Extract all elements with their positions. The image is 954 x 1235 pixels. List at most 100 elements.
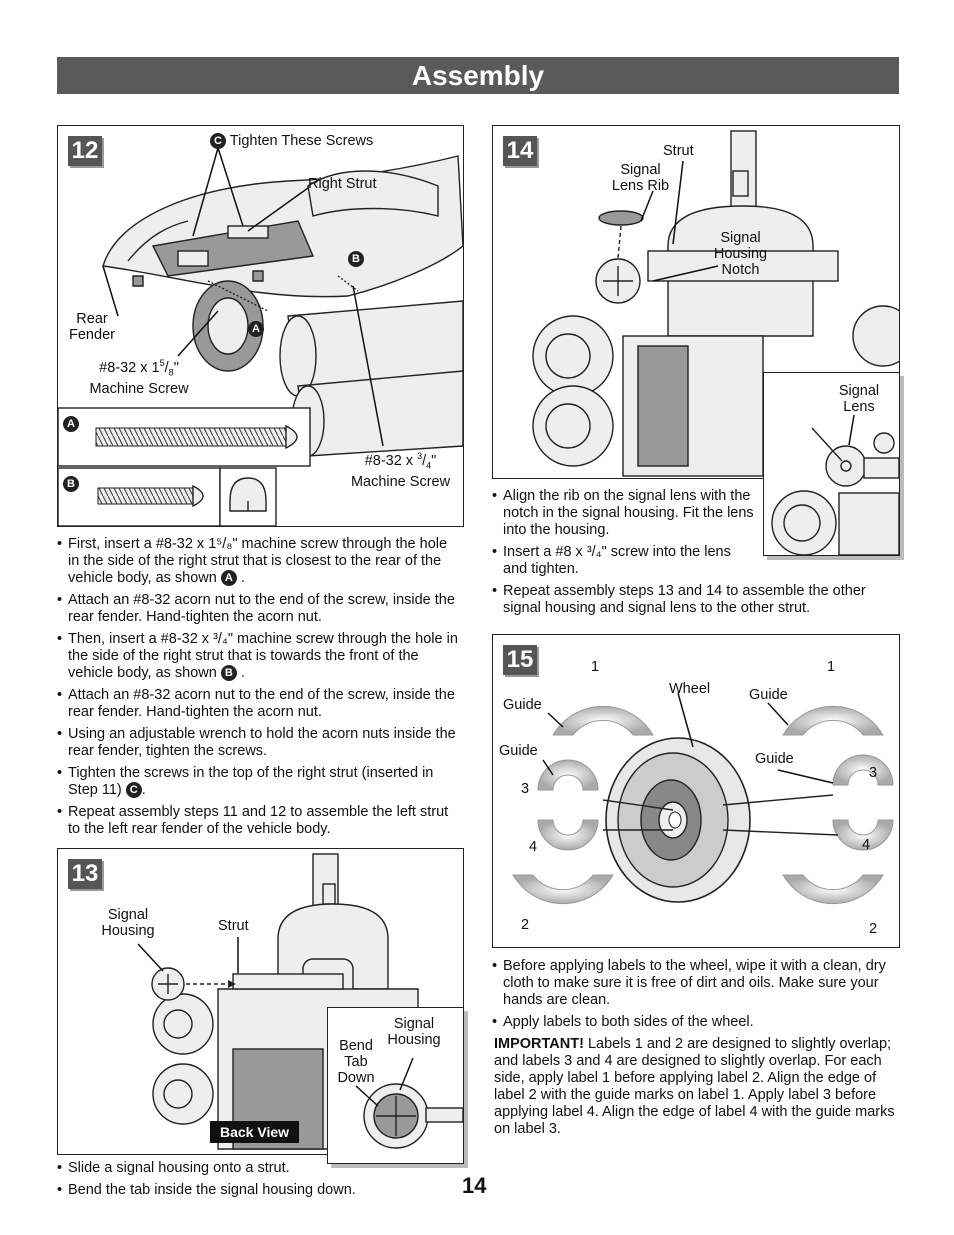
badge-a: A xyxy=(248,321,264,338)
step-15-panel: 15 1 1 Whee xyxy=(492,634,900,948)
long-screw-frac-den: 8 xyxy=(168,367,174,378)
step-13-instructions: Slide a signal housing onto a strut. Ben… xyxy=(57,1160,457,1204)
list-item: Apply labels to both sides of the wheel. xyxy=(492,1014,898,1031)
signal-housing-notch-label: Signal Housing Notch xyxy=(703,230,778,278)
label-number-4-left: 4 xyxy=(529,839,538,855)
bend-line2: Tab xyxy=(344,1054,368,1070)
bullet-text: Then, insert a #8-32 x ³/₄" machine scre… xyxy=(68,631,458,681)
list-item: Attach an #8-32 acorn nut to the end of … xyxy=(57,592,462,626)
label-number-2-left: 2 xyxy=(521,917,530,933)
short-screw-frac-num: 3 xyxy=(417,451,423,461)
step-12-panel: 12 xyxy=(57,125,464,527)
guide-label-2: Guide xyxy=(503,697,542,713)
step-14-instructions: Align the rib on the signal lens with th… xyxy=(492,488,757,583)
step-13-inset: Bend Tab Down Signal Housing xyxy=(327,1007,464,1164)
step-number: 14 xyxy=(503,136,537,166)
bend-line1: Bend xyxy=(339,1038,373,1054)
label-number-4-right: 4 xyxy=(862,837,871,853)
list-item: Repeat assembly steps 13 and 14 to assem… xyxy=(492,583,892,617)
step-14-illustration xyxy=(532,130,899,477)
short-screw-text: #8-32 x xyxy=(364,452,418,469)
guide-label-1: Guide xyxy=(749,687,788,703)
signal-lens-label: Signal Lens xyxy=(829,383,889,415)
detail-badge-b: B xyxy=(63,476,79,493)
list-item: Align the rib on the signal lens with th… xyxy=(492,488,757,539)
long-screw-text: #8-32 x 1 xyxy=(99,359,160,376)
bullet-text: First, insert a #8-32 x 1⁵/₈" machine sc… xyxy=(68,536,448,586)
list-item: Then, insert a #8-32 x ³/₄" machine scre… xyxy=(57,631,462,682)
lens-line1: Signal xyxy=(838,383,880,399)
step-13-panel: 13 Signal Housing Strut Back View xyxy=(57,848,464,1155)
back-view-label: Back View xyxy=(210,1121,300,1143)
short-screw-label: #8-32 x 3/4" Machine Screw xyxy=(343,448,458,490)
long-screw-frac-num: 5 xyxy=(159,358,165,368)
list-item: Tighten the screws in the top of the rig… xyxy=(57,765,462,799)
label-number-1-right: 1 xyxy=(827,659,836,675)
badge-c: C xyxy=(210,133,226,150)
step-number: 13 xyxy=(68,859,102,889)
strut-label: Strut xyxy=(218,918,249,934)
short-screw-frac-den: 4 xyxy=(426,460,432,471)
notch-line2: Housing xyxy=(713,246,768,262)
list-item: Using an adjustable wrench to hold the a… xyxy=(57,726,462,760)
long-screw-label: #8-32 x 15/8" Machine Screw xyxy=(80,355,198,397)
step-number: 12 xyxy=(68,136,102,166)
strut-label: Strut xyxy=(663,143,694,159)
inset-illustration xyxy=(355,1057,463,1149)
step-14-instructions-cont: Repeat assembly steps 13 and 14 to assem… xyxy=(492,583,892,622)
inset-illustration xyxy=(771,414,899,555)
step-14-inset: Signal Lens xyxy=(763,372,900,556)
badge-b-inline: B xyxy=(220,665,237,682)
step-15-instructions: Before applying labels to the wheel, wip… xyxy=(492,958,898,1036)
page-number: 14 xyxy=(462,1173,487,1198)
signal-housing-line1: Signal xyxy=(107,907,149,923)
label-number-1-left: 1 xyxy=(591,659,600,675)
lens-rib-line1: Signal xyxy=(620,162,661,178)
wheel-label: Wheel xyxy=(669,681,711,697)
notch-line1: Signal xyxy=(720,230,761,246)
label-number-3-right: 3 xyxy=(869,765,878,781)
rear-fender-label: Rear Fender xyxy=(66,311,118,343)
rear-fender-line1: Rear xyxy=(76,311,108,327)
page-title: Assembly xyxy=(57,57,899,94)
short-screw-line2: Machine Screw xyxy=(350,473,451,490)
badge-c-inline: C xyxy=(125,782,142,799)
label-number-3-left: 3 xyxy=(521,781,530,797)
guide-label-4: Guide xyxy=(755,751,794,767)
right-strut-label: Right Strut xyxy=(308,176,377,192)
list-item: Insert a #8 x ³/₄" screw into the lens a… xyxy=(492,544,757,578)
badge-b: B xyxy=(348,251,364,268)
list-item: Attach an #8-32 acorn nut to the end of … xyxy=(57,687,462,721)
step-15-illustration xyxy=(512,692,894,905)
signal-lens-rib-label: Signal Lens Rib xyxy=(603,162,678,194)
bend-line3: Down xyxy=(337,1070,375,1086)
badge-a-inline: A xyxy=(220,570,237,587)
step-12-illustration xyxy=(58,147,463,526)
list-item: First, insert a #8-32 x 1⁵/₈" machine sc… xyxy=(57,536,462,587)
inset-signal-housing-label: Signal Housing xyxy=(384,1016,444,1048)
step-number: 15 xyxy=(503,645,537,675)
lens-line2: Lens xyxy=(843,399,875,415)
list-item: Slide a signal housing onto a strut. xyxy=(57,1160,457,1177)
inset-housing-line1: Signal xyxy=(393,1016,435,1032)
bullet-text: Tighten the screws in the top of the rig… xyxy=(68,765,434,798)
list-item: Before applying labels to the wheel, wip… xyxy=(492,958,898,1009)
label-number-2-right: 2 xyxy=(869,921,878,937)
tighten-label: C Tighten These Screws xyxy=(210,133,374,150)
tighten-text: Tighten These Screws xyxy=(229,133,374,149)
guide-label-3: Guide xyxy=(499,743,538,759)
lens-rib-line2: Lens Rib xyxy=(611,178,670,194)
inset-housing-line2: Housing xyxy=(387,1032,441,1048)
detail-badge-a: A xyxy=(63,416,79,433)
long-screw-line2: Machine Screw xyxy=(89,380,189,397)
list-item: Repeat assembly steps 11 and 12 to assem… xyxy=(57,804,462,838)
important-label: IMPORTANT! xyxy=(494,1036,584,1052)
signal-housing-line2: Housing xyxy=(101,923,155,939)
signal-housing-label: Signal Housing xyxy=(88,907,168,939)
important-note: IMPORTANT! Labels 1 and 2 are designed t… xyxy=(494,1036,898,1138)
rear-fender-line2: Fender xyxy=(69,327,115,343)
list-item: Bend the tab inside the signal housing d… xyxy=(57,1182,457,1199)
bend-tab-label: Bend Tab Down xyxy=(331,1038,381,1086)
notch-line3: Notch xyxy=(721,262,760,278)
step-12-instructions: First, insert a #8-32 x 1⁵/₈" machine sc… xyxy=(57,536,462,843)
